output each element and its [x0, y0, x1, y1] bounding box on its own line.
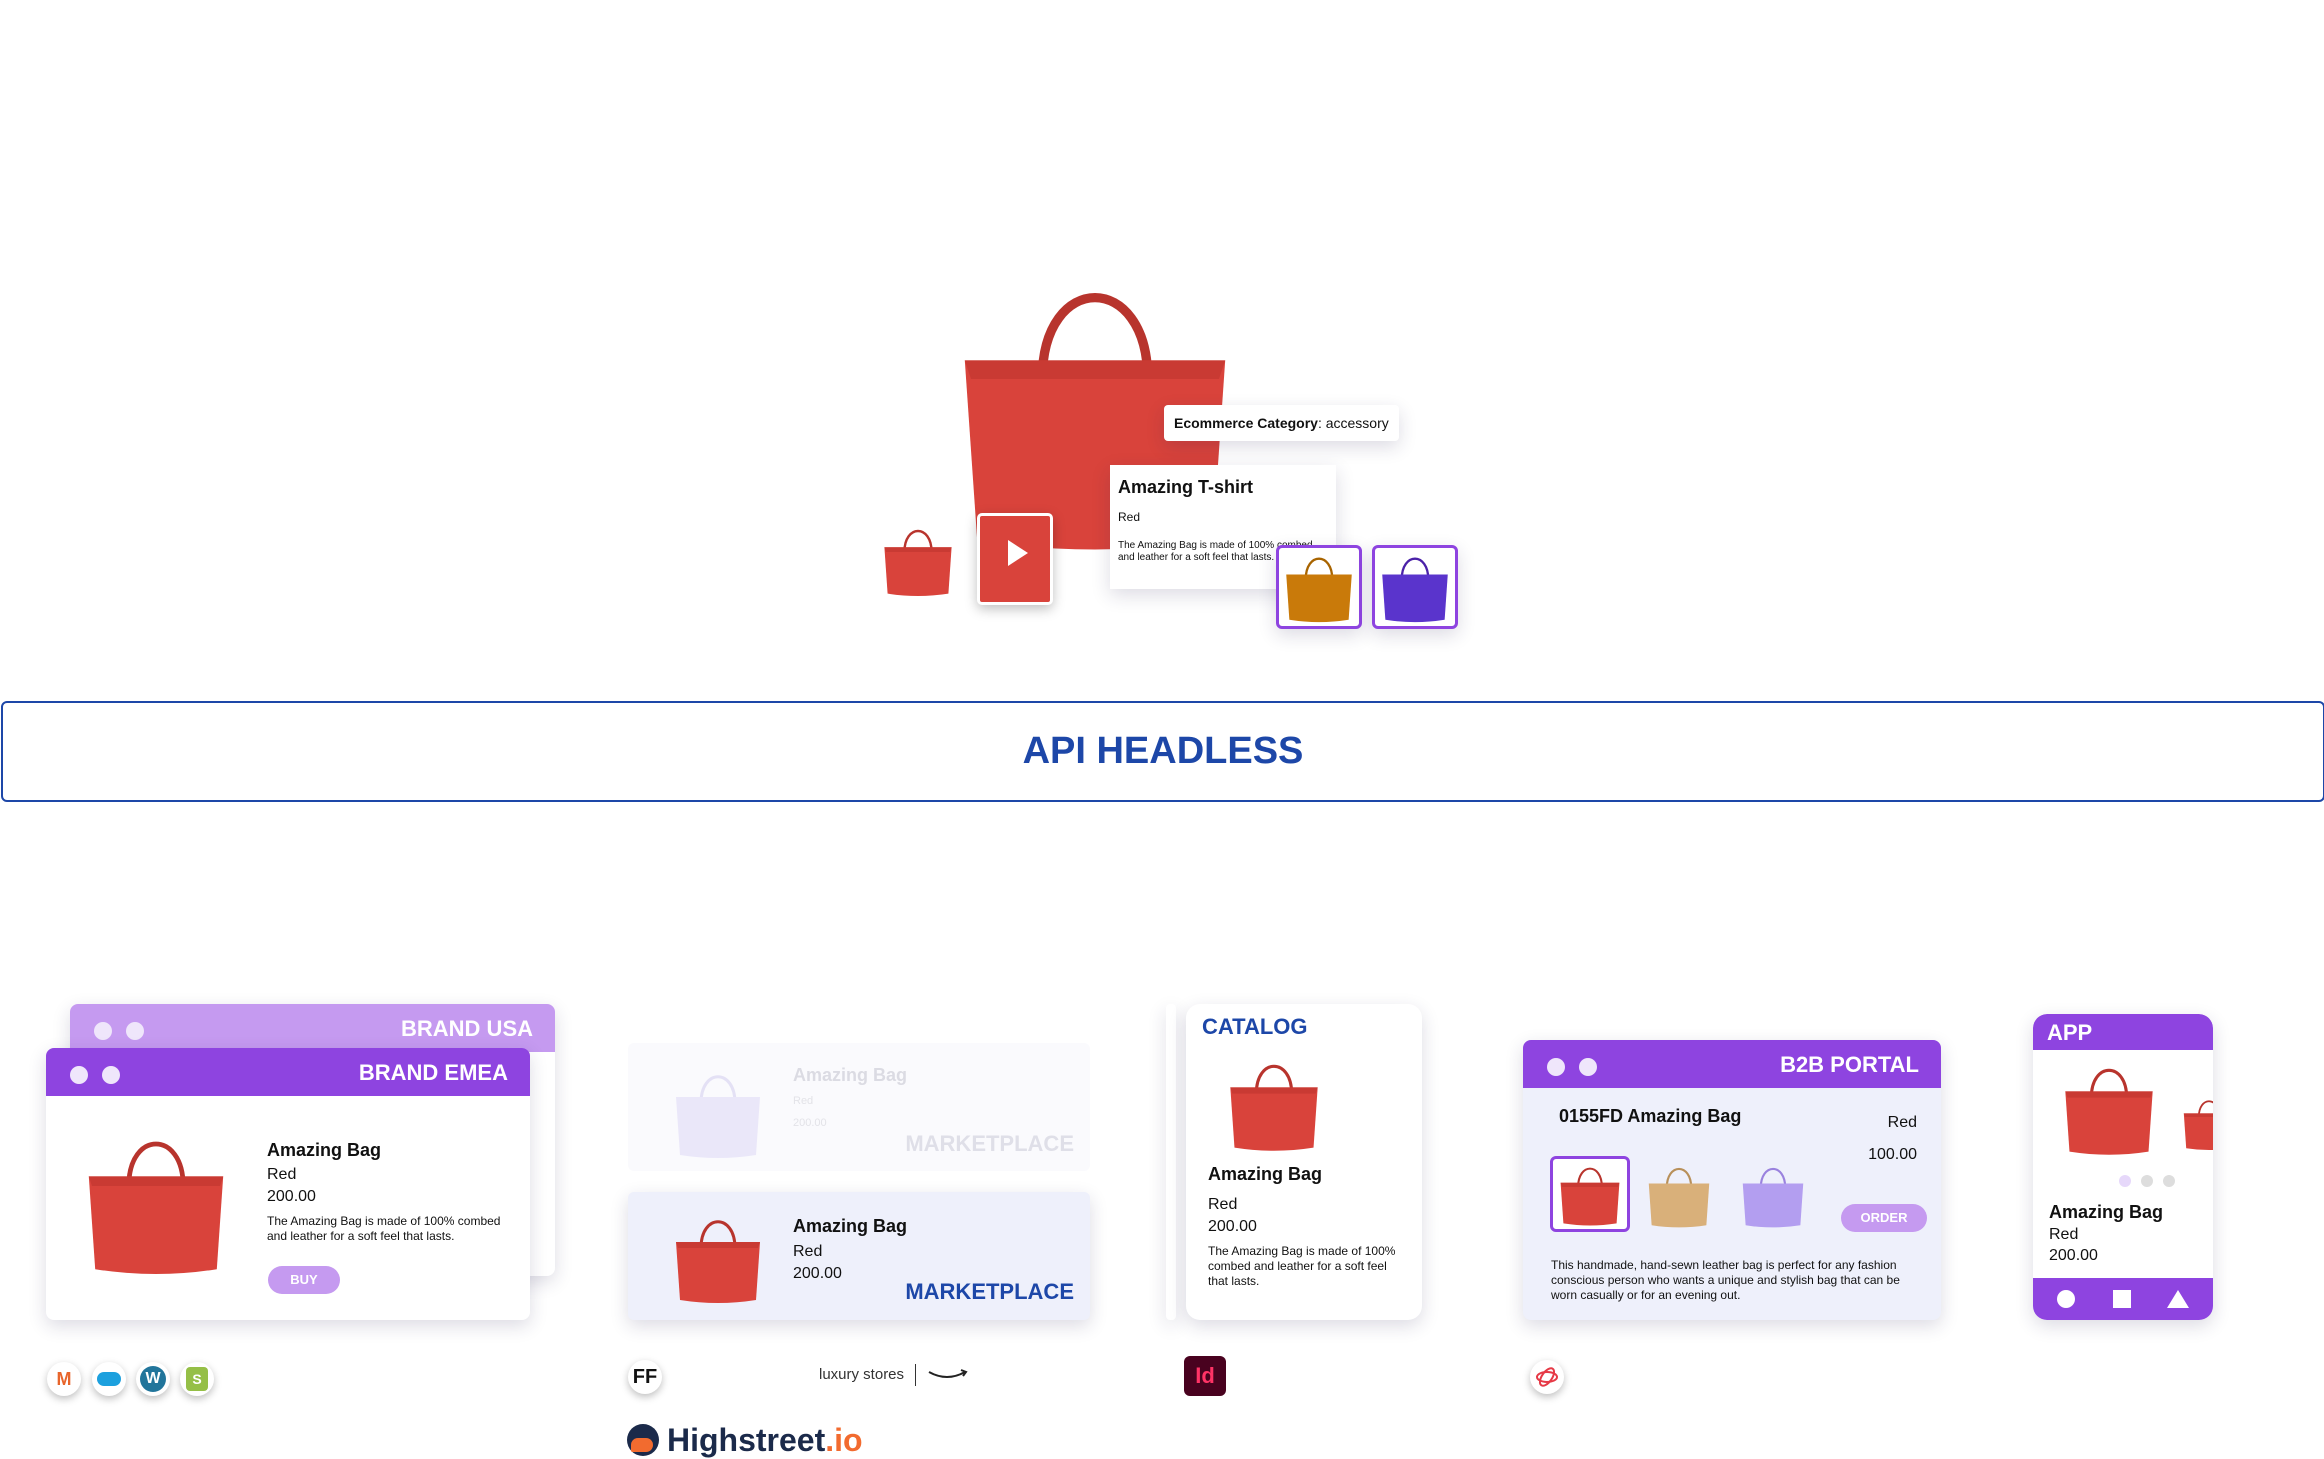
marketplace-product-color: Red	[793, 1243, 823, 1260]
brand-usa-titlebar: BRAND USA	[70, 1004, 555, 1052]
brand-usa-label: BRAND USA	[401, 1016, 533, 1041]
brand-emea-titlebar: BRAND EMEA	[46, 1048, 530, 1096]
app-product-title: Amazing Bag	[2049, 1202, 2164, 1222]
app-product-price: 200.00	[2049, 1247, 2098, 1264]
triangle-tab-icon[interactable]	[2167, 1290, 2189, 1308]
hero-thumb-red[interactable]	[867, 520, 969, 600]
b2b-variant-red[interactable]	[1550, 1156, 1630, 1232]
marketplace-product-title: Amazing Bag	[793, 1216, 908, 1236]
luxury-stores-logo: luxury stores	[819, 1366, 905, 1383]
highstreet-name: Highstreet	[667, 1421, 826, 1458]
b2b-variant-lilac[interactable]	[1735, 1159, 1811, 1231]
app-label: APP	[2047, 1020, 2093, 1045]
marketplace-ghost-card: Amazing Bag Red 200.00 MARKETPLACE	[628, 1043, 1090, 1171]
api-headless-label: API HEADLESS	[1022, 730, 1304, 772]
b2b-titlebar: B2B PORTAL	[1523, 1040, 1941, 1088]
hero-card-color: Red	[1118, 510, 1141, 524]
category-tag: Ecommerce Category: accessory	[1164, 405, 1399, 441]
salesforce-icon	[92, 1362, 126, 1396]
hero-card-title: Amazing T-shirt	[1118, 477, 1254, 497]
category-value: : accessory	[1317, 415, 1389, 431]
carousel-dots[interactable]	[2119, 1174, 2175, 1192]
marketplace-ghost-color: Red	[793, 1095, 814, 1107]
brand-product-desc: The Amazing Bag is made of 100% combed a…	[267, 1214, 501, 1243]
api-headless-bar: API HEADLESS	[1, 701, 2324, 802]
marketplace-ghost-title: Amazing Bag	[793, 1065, 908, 1085]
indesign-label: Id	[1195, 1363, 1215, 1388]
indesign-icon: Id	[1184, 1356, 1226, 1396]
shopify-icon: S	[180, 1362, 214, 1396]
marketplace-label: MARKETPLACE	[905, 1279, 1074, 1304]
catalog-product-color: Red	[1208, 1196, 1238, 1213]
brand-emea-label: BRAND EMEA	[358, 1060, 508, 1085]
brand-product-title: Amazing Bag	[267, 1140, 382, 1160]
b2b-product-color: Red	[1887, 1114, 1917, 1131]
catalog-product-title: Amazing Bag	[1208, 1164, 1323, 1184]
catalog-page-edge	[1166, 1004, 1176, 1320]
highstreet-icon	[627, 1424, 659, 1456]
b2b-product-price: 100.00	[1868, 1146, 1917, 1163]
b2b-label: B2B PORTAL	[1780, 1052, 1919, 1077]
brand-bag-image	[76, 1122, 236, 1282]
b2b-portal-window: B2B PORTAL 0155FD Amazing Bag Red 100.00…	[1523, 1040, 1941, 1320]
marketplace-bag-image	[668, 1208, 768, 1308]
category-key: Ecommerce Category	[1174, 415, 1318, 431]
logo-divider	[915, 1364, 916, 1386]
highstreet-logo: Highstreet.io	[627, 1422, 863, 1458]
brand-product-color: Red	[267, 1166, 297, 1183]
app-next-bag-image	[2179, 1086, 2213, 1160]
magento-icon: M	[47, 1362, 81, 1396]
farfetch-icon: FF	[628, 1360, 662, 1394]
app-bag-image	[2057, 1056, 2161, 1160]
marketplace-product-price: 200.00	[793, 1265, 842, 1282]
app-titlebar: APP	[2033, 1014, 2213, 1050]
square-tab-icon[interactable]	[2113, 1290, 2131, 1308]
order-button[interactable]: ORDER	[1841, 1204, 1927, 1232]
hero-product-card: Amazing T-shirt Red The Amazing Bag is m…	[1110, 465, 1336, 589]
b2b-product-desc: This handmade, hand-sewn leather bag is …	[1551, 1258, 1900, 1302]
b2b-product-title: 0155FD Amazing Bag	[1559, 1106, 1742, 1126]
buy-button[interactable]: BUY	[268, 1266, 340, 1294]
marketplace-ghost-price: 200.00	[793, 1117, 827, 1129]
hero-card-desc: The Amazing Bag is made of 100% combed a…	[1118, 540, 1313, 563]
marketplace-ghost-label: MARKETPLACE	[905, 1131, 1074, 1156]
marketplace-card: Amazing Bag Red 200.00 MARKETPLACE	[628, 1192, 1090, 1320]
catalog-card: CATALOG Amazing Bag Red 200.00 The Amazi…	[1186, 1004, 1422, 1320]
catalog-product-price: 200.00	[1208, 1218, 1257, 1235]
hero-thumb-orange[interactable]	[1276, 545, 1362, 629]
catalog-bag-image	[1222, 1052, 1326, 1156]
circle-tab-icon[interactable]	[2057, 1290, 2075, 1308]
catalog-label: CATALOG	[1202, 1014, 1308, 1039]
orbit-brand-icon	[1530, 1360, 1564, 1394]
app-tab-bar	[2033, 1278, 2213, 1320]
brand-emea-window: BRAND EMEA Amazing Bag Red 200.00 The Am…	[46, 1048, 530, 1320]
app-product-color: Red	[2049, 1226, 2079, 1243]
wordpress-icon: W	[136, 1362, 170, 1396]
amazon-icon	[927, 1368, 969, 1387]
play-video-button[interactable]	[977, 513, 1053, 605]
catalog-product-desc: The Amazing Bag is made of 100% combed a…	[1208, 1244, 1396, 1288]
b2b-variant-tan[interactable]	[1641, 1159, 1717, 1231]
hero-thumb-violet[interactable]	[1372, 545, 1458, 629]
highstreet-suffix: .io	[825, 1421, 863, 1458]
brand-product-price: 200.00	[267, 1188, 316, 1205]
app-window: APP Amazing Bag Red 200.00	[2033, 1014, 2213, 1320]
